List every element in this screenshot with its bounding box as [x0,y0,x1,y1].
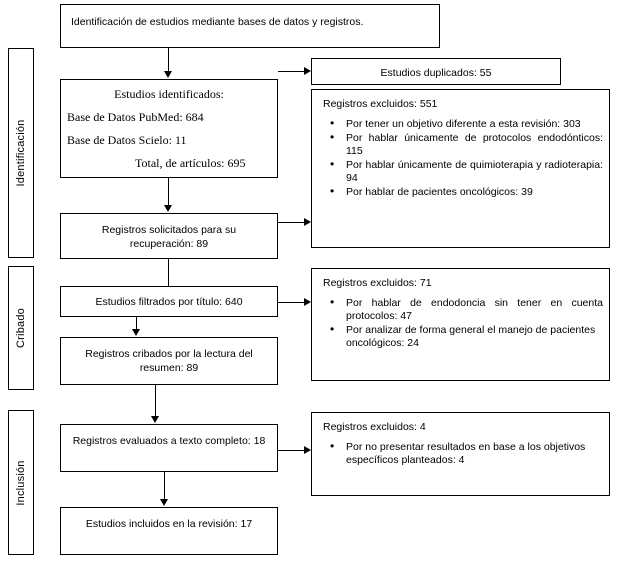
arrow-screenedtitle-to-abstract [132,329,141,336]
excluded-4-box: Registros excluidos: 4 Por no presentar … [311,412,610,496]
list-item: Por no presentar resultados en base a lo… [330,440,603,467]
connector-retrieved-to-screened-title [168,259,170,286]
screened-abstract-text: Registros cribados por la lectura del re… [85,348,253,374]
excluded-4-list: Por no presentar resultados en base a lo… [312,440,609,468]
list-item: Por hablar de endodoncia sin tener en cu… [330,296,603,323]
fulltext-assessed-text: Registros evaluados a texto completo: 18 [72,435,266,447]
arrow-retrieved-to-excluded551 [304,218,311,227]
excluded-71-title: Registros excluidos: 71 [323,277,432,289]
arrow-abstract-to-fulltext [151,416,160,423]
arrow-header-to-identified [164,71,173,78]
connector-screenedtitle-to-abstract [136,317,138,330]
included-studies-box: Estudios incluidos en la revisión: 17 [60,507,278,555]
identified-line-title: Estudios identificados: [114,87,224,101]
connector-header-to-identified [168,48,170,72]
arrow-screenedtitle-to-excluded71 [304,298,311,307]
stage-box-inclusion: Inclusión [8,410,34,555]
list-item: Por tener un objetivo diferente a esta r… [330,117,603,131]
retrieved-records-text: Registros solicitados para su recuperaci… [101,224,237,250]
arrow-identified-to-duplicates [304,67,311,76]
list-item: Por hablar únicamente de quimioterapia y… [330,158,603,185]
identified-line-total: Total, de artículos: 695 [135,156,246,170]
identified-studies-box: Estudios identificados: Base de Datos Pu… [60,79,278,178]
excluded-71-list: Por hablar de endodoncia sin tener en cu… [312,296,609,351]
included-studies-text: Estudios incluidos en la revisión: 17 [85,518,253,530]
identified-line-scielo: Base de Datos Scielo: 11 [67,133,187,147]
connector-identified-to-retrieved [168,178,170,206]
connector-retrieved-to-excluded551 [278,222,305,224]
excluded-71-box: Registros excluidos: 71 Por hablar de en… [311,268,610,381]
identified-line-pubmed: Base de Datos PubMed: 684 [67,110,204,124]
screened-title-text: Estudios filtrados por título: 640 [95,296,243,308]
excluded-551-list: Por tener un objetivo diferente a esta r… [312,117,609,199]
arrow-identified-to-retrieved [164,205,173,212]
duplicates-box: Estudios duplicados: 55 [311,58,561,85]
stage-box-identificacion: Identificación [8,48,34,258]
stage-label-inclusion: Inclusión [15,459,27,506]
stage-box-cribado: Cribado [8,266,34,390]
connector-identified-to-duplicates [278,71,305,73]
list-item: Por hablar de pacientes oncológicos: 39 [330,185,603,199]
stage-label-identificacion: Identificación [15,119,27,187]
screened-title-box: Estudios filtrados por título: 640 [60,286,278,317]
arrow-fulltext-to-excluded4 [304,446,311,455]
excluded-4-title: Registros excluidos: 4 [323,421,426,433]
header-box: Identificación de estudios mediante base… [60,4,440,48]
fulltext-assessed-box: Registros evaluados a texto completo: 18 [60,424,278,472]
stage-label-cribado: Cribado [15,308,27,348]
excluded-551-box: Registros excluidos: 551 Por tener un ob… [311,89,610,248]
connector-fulltext-to-included [164,472,166,500]
duplicates-text: Estudios duplicados: 55 [380,67,492,79]
list-item: Por hablar únicamente de protocolos endo… [330,131,603,158]
list-item: Por analizar de forma general el manejo … [330,323,603,350]
arrow-fulltext-to-included [160,499,169,506]
screened-abstract-box: Registros cribados por la lectura del re… [60,337,278,385]
connector-screenedtitle-to-excluded71 [278,302,305,304]
connector-abstract-to-fulltext [155,385,157,417]
connector-fulltext-to-excluded4 [278,450,305,452]
excluded-551-title: Registros excluidos: 551 [323,98,438,110]
header-box-text: Identificación de estudios mediante base… [71,16,364,28]
retrieved-records-box: Registros solicitados para su recuperaci… [60,213,278,259]
